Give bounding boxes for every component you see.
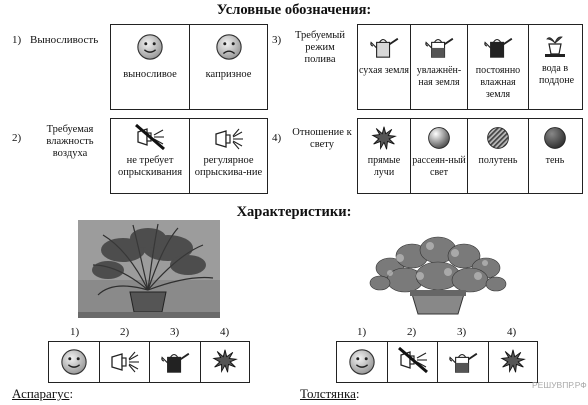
asparagus-number-3: 3) [170,326,180,338]
legend-4-cell-4: тень [528,119,581,193]
spray-icon [108,350,142,374]
pot-tray-icon [542,33,568,59]
watering-can-moist-icon [423,35,455,59]
asparagus-icons-table [48,341,250,383]
crassula-number-1: 1) [357,326,367,338]
asparagus-cell-2 [99,342,149,382]
legend-3-cell-2: увлажнён-ная земля [410,25,467,109]
asparagus-photo [78,220,220,318]
smiley-happy-icon [136,33,164,61]
legend-3-label: Требуемый режим полива [295,30,345,65]
legend-1-table: выносливое капризное [110,24,268,110]
crassula-colon: : [355,386,360,401]
legend-3-cell-3-label: постоянно влажная земля [475,65,521,100]
crassula-photo [360,228,512,318]
legend-4-cell-3: полутень [467,119,528,193]
asparagus-cell-4 [200,342,249,382]
watering-can-dry-icon [368,35,400,59]
legend-2-cell-1: не требует опрыскивания [111,119,189,193]
legend-2-cell-1-label: не требует опрыскивания [117,155,183,178]
crassula-name: Толстянка [300,386,356,401]
characteristics-title: Характеристики: [236,204,352,220]
legend-3-cell-3: постоянно влажная земля [467,25,528,109]
crassula-cell-3 [437,342,488,382]
legend-1-cell-2: капризное [189,25,267,109]
smiley-happy-icon [60,348,88,376]
legend-4-label: Отношение к свету [292,127,352,150]
legend-4-cell-2: рассеян-ный свет [410,119,467,193]
asparagus-cell-1 [49,342,99,382]
sun-burst-icon [371,125,397,151]
legend-4-cell-4-label: тень [545,155,565,166]
asparagus-number-2: 2) [120,326,130,338]
legend-4-table: прямые лучи рассеян-ный свет полутень те… [357,118,583,194]
crassula-number-2: 2) [407,326,417,338]
legend-2-table: не требует опрыскивания регулярное опрыс… [110,118,268,194]
watermark: РЕШУВПР.РФ [532,380,587,390]
asparagus-colon: : [69,386,74,401]
crassula-number-4: 4) [507,326,517,338]
crassula-cell-1 [337,342,387,382]
smiley-happy-icon [348,348,376,376]
legend-3-cell-4: вода в поддоне [528,25,581,109]
legend-3-cell-1-label: сухая земля [358,65,410,76]
asparagus-name: Аспарагус [12,386,70,401]
legend-4-cell-3-label: полутень [478,155,518,166]
legend-1-cell-1-label: выносливое [123,69,177,80]
sun-burst-icon [500,348,526,374]
asparagus-number-1: 1) [70,326,80,338]
legend-1-cell-1: выносливое [111,25,189,109]
asparagus-number-4: 4) [220,326,230,338]
asparagus-caption: Аспарагус: [12,386,73,402]
sphere-dark-icon [542,125,568,151]
crassula-cell-2 [387,342,437,382]
crassula-icons-table [336,341,538,383]
watering-can-moist-icon [447,350,479,374]
legend-1-cell-2-label: капризное [205,69,252,80]
sphere-light-icon [426,125,452,151]
asparagus-cell-3 [149,342,200,382]
crassula-cell-4 [488,342,537,382]
legend-4-cell-1: прямые лучи [358,119,410,193]
legend-1-label: Выносливость [30,34,99,46]
legend-3-table: сухая земля увлажнён-ная земля постоянно… [357,24,583,110]
no-spray-icon [133,123,167,151]
legend-4-cell-1-label: прямые лучи [367,155,401,178]
legend-4-number: 4) [272,132,282,144]
watering-can-wet-icon [482,35,514,59]
legend-2-cell-2-label: регулярное опрыскива-ние [194,155,263,178]
crassula-caption: Толстянка: [300,386,360,402]
smiley-sad-icon [215,33,243,61]
legend-1-number: 1) [12,34,22,46]
legend-3-number: 3) [272,34,282,46]
legend-3-cell-2-label: увлажнён-ная земля [416,65,462,88]
legend-2-number: 2) [12,132,22,144]
crassula-number-3: 3) [457,326,467,338]
legend-2-label: Требуемая влажность воздуха [46,124,94,159]
legend-2-cell-2: регулярное опрыскива-ние [189,119,267,193]
legend-4-cell-2-label: рассеян-ный свет [412,155,466,178]
legend-title: Условные обозначения: [216,2,372,18]
spray-icon [212,127,246,151]
watering-can-wet-icon [159,350,191,374]
sphere-striped-icon [485,125,511,151]
legend-3-cell-4-label: вода в поддоне [539,63,575,86]
legend-3-cell-1: сухая земля [358,25,410,109]
no-spray-icon [396,346,430,374]
sun-burst-icon [212,348,238,374]
